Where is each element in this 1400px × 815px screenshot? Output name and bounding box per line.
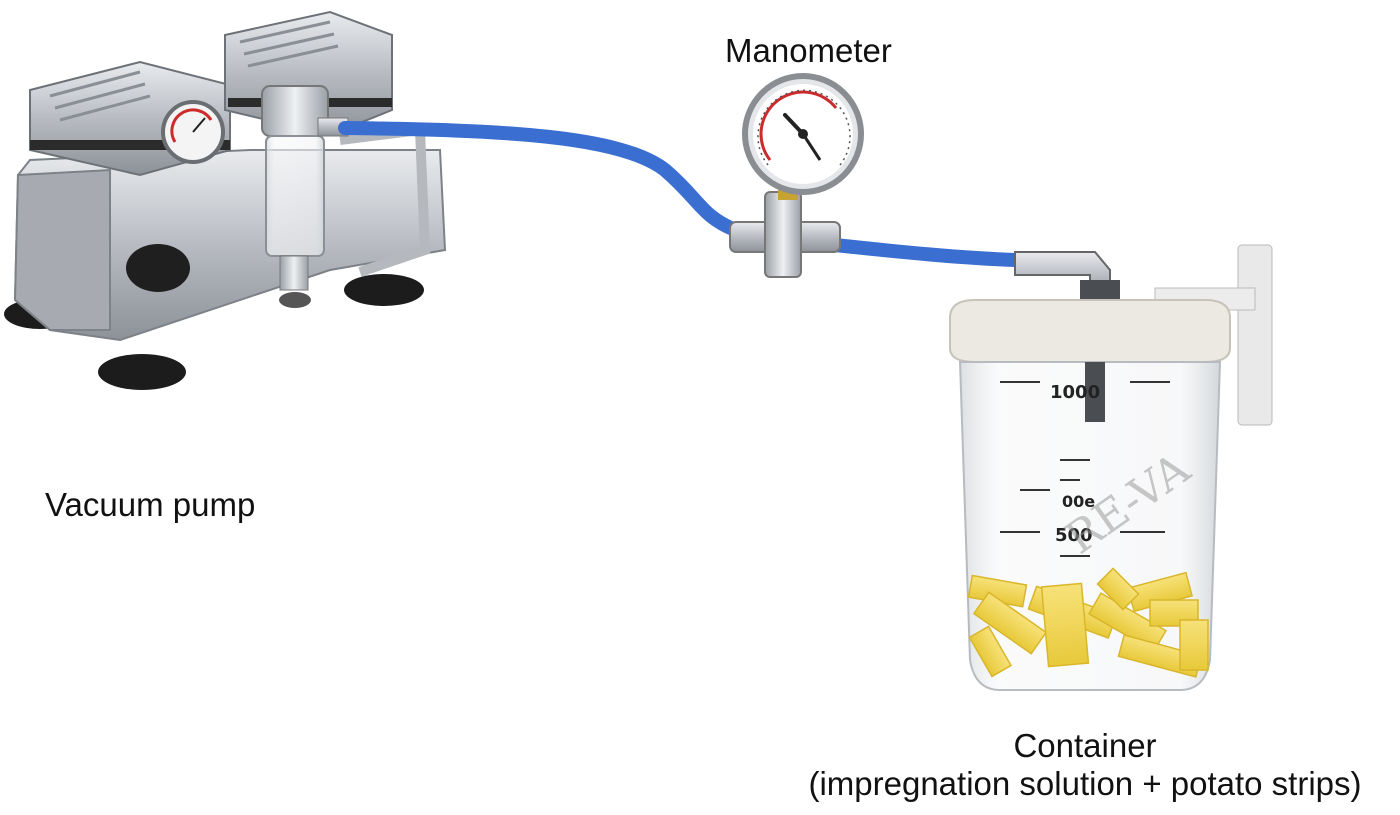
pump-gauge-icon — [161, 100, 225, 164]
container-label-line1: Container — [1013, 727, 1157, 764]
cooling-fins — [49, 20, 339, 122]
pump-side-plate — [13, 168, 111, 331]
manometer-label: Manometer — [725, 32, 892, 69]
potato-strips — [967, 567, 1209, 678]
container-mark-1000: 1000 — [1050, 382, 1100, 403]
hose-manometer-to-container — [828, 238, 1022, 267]
container-label-line2: (impregnation solution + potato strips) — [808, 765, 1362, 802]
container-inner-tube — [1085, 362, 1105, 422]
manometer-pivot — [798, 129, 808, 139]
container-lid — [949, 299, 1231, 363]
container-mark-500: 500 — [1055, 525, 1093, 546]
manometer-illustration — [729, 73, 864, 278]
manometer-red-scale — [759, 90, 838, 161]
container-bracket — [1237, 244, 1273, 426]
vacuum-pump-label: Vacuum pump — [45, 486, 256, 523]
pump-gasket — [30, 140, 230, 150]
container-illustration: 1000 00e 500 RE-VA — [949, 244, 1273, 691]
pump-foot — [279, 292, 311, 308]
pump-foot — [98, 354, 186, 390]
vacuum-pump-illustration — [4, 10, 447, 390]
container-graduations — [1000, 381, 1170, 557]
pump-foot — [344, 274, 424, 306]
manometer-stem — [764, 191, 802, 278]
container-mark-mid: 00e — [1062, 492, 1095, 511]
manometer-needle-tail — [801, 133, 822, 161]
pump-filter — [261, 85, 329, 291]
container-label: Container (impregnation solution + potat… — [770, 727, 1400, 803]
hose-pump-to-manometer — [338, 121, 742, 237]
manometer-black-scale — [757, 89, 851, 166]
pump-vent-grille — [126, 244, 190, 292]
